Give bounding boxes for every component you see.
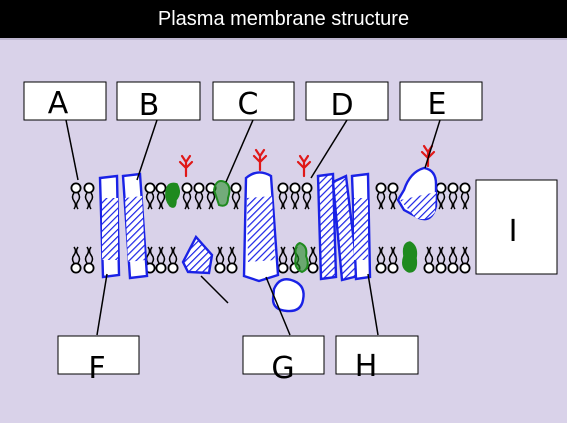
label-box-i: I — [475, 179, 558, 275]
leader-g — [265, 276, 291, 336]
label-h: H — [355, 349, 378, 384]
channel-protein — [316, 172, 372, 282]
page-title: Plasma membrane structure — [157, 7, 410, 30]
integral-protein-left — [98, 172, 149, 280]
label-box-g: G — [242, 335, 325, 386]
leader-e — [424, 119, 441, 169]
label-box-c: C — [212, 81, 295, 122]
label-d: D — [330, 88, 353, 123]
label-e: E — [428, 87, 447, 122]
label-box-e: E — [399, 81, 483, 122]
leader-peripheral — [200, 275, 229, 304]
peripheral-protein — [181, 234, 214, 275]
label-f: F — [88, 351, 105, 386]
leader-d — [310, 119, 348, 179]
title-bar: Plasma membrane structure — [0, 0, 567, 38]
glycoprotein-center — [242, 148, 280, 283]
glycolipids — [178, 154, 312, 178]
label-i: I — [509, 214, 518, 249]
label-box-a: A — [23, 81, 107, 121]
label-c: C — [238, 87, 259, 122]
leader-f — [96, 273, 108, 336]
leader-c — [225, 119, 254, 183]
label-g: G — [271, 351, 294, 386]
attached-peripheral-protein — [271, 278, 305, 313]
label-a: A — [48, 86, 69, 121]
leader-b — [136, 119, 158, 181]
label-box-b: B — [116, 81, 201, 123]
label-box-d: D — [305, 81, 389, 123]
leader-a — [65, 119, 79, 181]
leader-h — [367, 273, 379, 336]
cholesterol-molecules — [165, 180, 418, 274]
label-box-f: F — [57, 335, 140, 386]
label-b: B — [139, 88, 160, 123]
title-divider — [0, 38, 567, 40]
leader-lines — [65, 119, 441, 336]
label-box-h: H — [335, 335, 419, 384]
surface-glycoprotein — [396, 144, 438, 221]
